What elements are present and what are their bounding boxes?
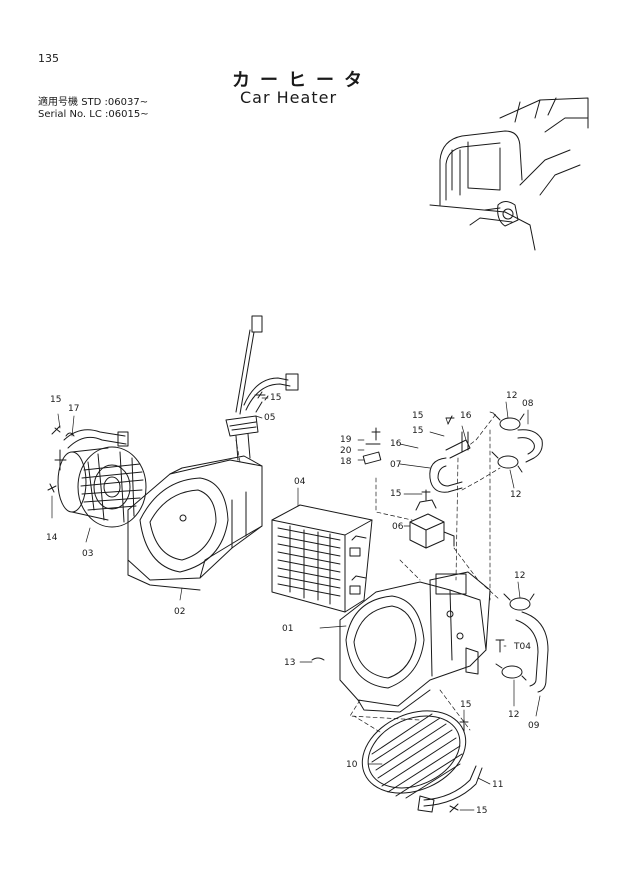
- callout-label: 19: [340, 435, 352, 445]
- grille-bracket: [417, 765, 483, 813]
- lc-value: :06015~: [105, 109, 149, 120]
- callout-label: 17: [68, 404, 79, 414]
- callout-label: 20: [340, 446, 352, 456]
- blower-motor: [54, 429, 147, 528]
- callout-label: 09: [528, 721, 540, 731]
- excavator-location-thumbnail: [429, 97, 589, 251]
- callout-label: 02: [174, 607, 185, 617]
- callout-label: 11: [492, 780, 503, 790]
- std-value: :06037~: [104, 97, 149, 108]
- callout-label: 16: [390, 439, 402, 449]
- callout-label: 15: [412, 426, 423, 436]
- callout-label: 07: [390, 460, 401, 470]
- callout-label: 12: [506, 391, 517, 401]
- hose-08: [517, 429, 543, 463]
- callout-label: 15: [412, 411, 423, 421]
- callout-label: 18: [340, 457, 352, 467]
- callout-label: 06: [392, 522, 404, 532]
- page-number: 135: [38, 52, 59, 65]
- callout-label: 16: [460, 411, 472, 421]
- callout-label: 15: [460, 700, 471, 710]
- callout-label: T04: [513, 642, 531, 652]
- title-english: Car Heater: [240, 88, 338, 107]
- serial-line-lc: Serial No. LC :06015~: [38, 109, 149, 121]
- hose-07: [429, 439, 471, 493]
- callout-label: 01: [282, 624, 293, 634]
- callout-label: 15: [476, 806, 487, 816]
- heater-core: [271, 504, 373, 613]
- serial-jp-label: 適用号機: [38, 97, 78, 108]
- callout-label: 03: [82, 549, 93, 559]
- callout-label: 12: [510, 490, 521, 500]
- water-valve: [409, 499, 455, 549]
- callout-label: 04: [294, 477, 306, 487]
- callout-label: 10: [346, 760, 358, 770]
- lc-label: LC: [89, 109, 102, 120]
- callout-labels: 15 17 14 03 02 15 05 04 01 13 19 20 18 1…: [46, 391, 540, 816]
- callout-label: 12: [514, 571, 525, 581]
- callout-label: 14: [46, 533, 58, 543]
- callout-label: 05: [264, 413, 275, 423]
- hose-09: [515, 611, 549, 693]
- callout-label: 08: [522, 399, 534, 409]
- callout-label: 13: [284, 658, 295, 668]
- serial-en-label: Serial No.: [38, 109, 87, 120]
- heater-case-rear: [127, 455, 263, 591]
- bolts-and-screws: [47, 391, 505, 813]
- louver-grille: [361, 710, 467, 799]
- callout-label: 15: [270, 393, 281, 403]
- callout-label: 15: [390, 489, 401, 499]
- callout-label: 15: [50, 395, 61, 405]
- std-label: STD: [81, 97, 102, 108]
- leader-lines: [51, 397, 541, 811]
- serial-line-std: 適用号機 STD :06037~: [38, 97, 148, 109]
- callout-label: 12: [508, 710, 519, 720]
- heater-case-front: [339, 571, 491, 713]
- title-japanese: カーヒータ: [232, 70, 372, 91]
- hose-clamps: [491, 413, 535, 681]
- thermo-sensor-harness: [225, 315, 299, 461]
